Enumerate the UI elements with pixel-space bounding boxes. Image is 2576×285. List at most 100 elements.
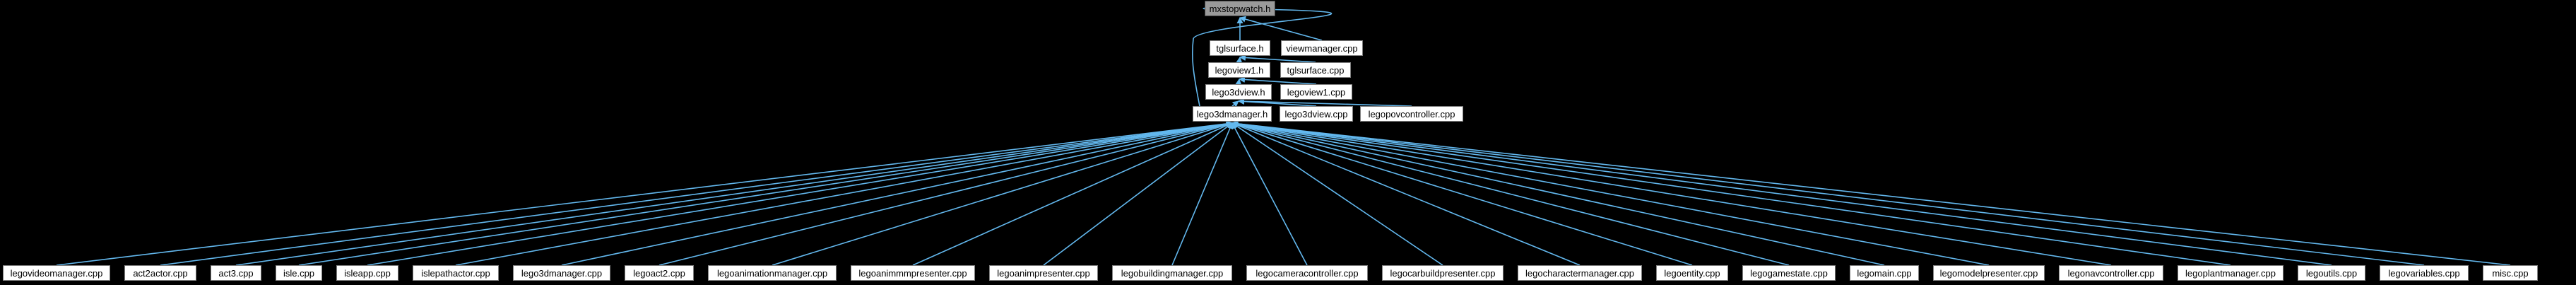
graph-node-lego3dmanager-h[interactable]: lego3dmanager.h xyxy=(1193,106,1272,122)
graph-node-legocarbuildpresenter-cpp[interactable]: legocarbuildpresenter.cpp xyxy=(1382,265,1503,281)
graph-node-isle-cpp[interactable]: isle.cpp xyxy=(276,265,322,281)
graph-edge xyxy=(1231,100,1239,107)
graph-node-label: legoplantmanager.cpp xyxy=(2185,267,2276,279)
graph-edge xyxy=(1231,121,1790,266)
graph-edge xyxy=(1191,5,1333,107)
graph-node-legogamestate-cpp[interactable]: legogamestate.cpp xyxy=(1742,265,1836,281)
graph-node-legomain-cpp[interactable]: legomain.cpp xyxy=(1850,265,1919,281)
graph-node-legoanimmmpresenter-cpp[interactable]: legoanimmmpresenter.cpp xyxy=(851,265,975,281)
graph-node-legovideomanager-cpp[interactable]: legovideomanager.cpp xyxy=(3,265,110,281)
graph-edge xyxy=(1231,122,1443,266)
graph-edge xyxy=(912,122,1233,266)
graph-node-label: legobuildingmanager.cpp xyxy=(1121,267,1224,279)
graph-edge xyxy=(367,120,1233,266)
graph-node-label: legonavcontroller.cpp xyxy=(2067,267,2155,279)
graph-edge xyxy=(1239,16,1323,41)
graph-node-legonavcontroller-cpp[interactable]: legonavcontroller.cpp xyxy=(2059,265,2163,281)
graph-node-label: legogamestate.cpp xyxy=(1750,267,1828,279)
graph-edge xyxy=(1236,57,1243,64)
graph-edge xyxy=(1239,54,1316,63)
graph-edge xyxy=(561,121,1233,266)
graph-edge xyxy=(56,120,1233,266)
graph-edge xyxy=(1231,121,1990,266)
graph-node-tglsurface-cpp[interactable]: tglsurface.cpp xyxy=(1280,62,1351,78)
graph-node-label: legoact2.cpp xyxy=(633,267,685,279)
graph-node-legoanimationmanager-cpp[interactable]: legoanimationmanager.cpp xyxy=(708,265,837,281)
graph-node-label: isle.cpp xyxy=(283,267,315,279)
graph-node-lego3dview-h[interactable]: lego3dview.h xyxy=(1205,84,1272,100)
graph-node-label: legopovcontroller.cpp xyxy=(1368,108,1455,120)
graph-node-label: legocameracontroller.cpp xyxy=(1255,267,1359,279)
graph-node-act3-cpp[interactable]: act3.cpp xyxy=(211,265,261,281)
graph-node-legobuildingmanager-cpp[interactable]: legobuildingmanager.cpp xyxy=(1112,265,1232,281)
graph-edge xyxy=(1239,76,1317,85)
graph-edge xyxy=(1043,122,1233,266)
graph-node-tglsurface-h[interactable]: tglsurface.h xyxy=(1210,40,1270,56)
graph-node-legoentity-cpp[interactable]: legoentity.cpp xyxy=(1656,265,1728,281)
graph-node-isleapp-cpp[interactable]: isleapp.cpp xyxy=(336,265,398,281)
graph-edge xyxy=(298,120,1233,266)
graph-node-label: isleapp.cpp xyxy=(344,267,391,279)
graph-node-act2actor-cpp[interactable]: act2actor.cpp xyxy=(124,265,196,281)
graph-node-legocameracontroller-cpp[interactable]: legocameracontroller.cpp xyxy=(1246,265,1368,281)
graph-node-label: legovideomanager.cpp xyxy=(10,267,103,279)
graph-node-legocharactermanager-cpp[interactable]: legocharactermanager.cpp xyxy=(1518,265,1642,281)
graph-node-label: legoview1.cpp xyxy=(1287,86,1346,98)
graph-edge xyxy=(1231,120,2425,266)
graph-node-legoview1-cpp[interactable]: legoview1.cpp xyxy=(1280,84,1352,100)
graph-node-label: tglsurface.h xyxy=(1216,42,1264,54)
graph-node-label: legoanimationmanager.cpp xyxy=(716,267,828,279)
graph-node-label: lego3dmanager.cpp xyxy=(521,267,603,279)
graph-node-label: legoentity.cpp xyxy=(1664,267,1720,279)
graph-node-label: lego3dview.cpp xyxy=(1284,108,1348,120)
graph-edge xyxy=(1231,120,2511,266)
graph-node-label: legocarbuildpresenter.cpp xyxy=(1390,267,1496,279)
graph-node-label: legoanimpresenter.cpp xyxy=(997,267,1090,279)
graph-node-legovariables-cpp[interactable]: legovariables.cpp xyxy=(2380,265,2469,281)
graph-node-legopovcontroller-cpp[interactable]: legopovcontroller.cpp xyxy=(1360,106,1463,122)
graph-node-label: viewmanager.cpp xyxy=(1286,42,1358,54)
graph-node-misc-cpp[interactable]: misc.cpp xyxy=(2483,265,2538,281)
graph-edge xyxy=(1238,98,1412,107)
graph-node-label: misc.cpp xyxy=(2492,267,2529,279)
graph-node-lego3dview-cpp[interactable]: lego3dview.cpp xyxy=(1280,106,1353,122)
graph-edge xyxy=(1231,120,2231,266)
graph-node-label: legomain.cpp xyxy=(1857,267,1912,279)
graph-edge xyxy=(235,120,1233,266)
graph-node-lego3dmanager-cpp[interactable]: lego3dmanager.cpp xyxy=(513,265,610,281)
graph-edge xyxy=(772,122,1233,266)
graph-edge xyxy=(1231,122,1308,266)
graph-node-label: act3.cpp xyxy=(218,267,254,279)
graph-edge xyxy=(658,121,1233,266)
graph-node-label: legoview1.h xyxy=(1215,64,1264,76)
graph-node-label: legoutils.cpp xyxy=(2305,267,2358,279)
graph-node-islepathactor-cpp[interactable]: islepathactor.cpp xyxy=(413,265,499,281)
graph-edge xyxy=(1231,120,2332,266)
graph-node-label: legomodelpresenter.cpp xyxy=(1939,267,2038,279)
graph-edge xyxy=(160,120,1233,266)
graph-node-legomodelpresenter-cpp[interactable]: legomodelpresenter.cpp xyxy=(1933,265,2045,281)
graph-edge xyxy=(455,121,1233,266)
graph-node-legoact2-cpp[interactable]: legoact2.cpp xyxy=(625,265,694,281)
graph-node-legoplantmanager-cpp[interactable]: legoplantmanager.cpp xyxy=(2178,265,2283,281)
graph-edge xyxy=(1231,122,1693,266)
graph-node-label: lego3dmanager.h xyxy=(1196,108,1268,120)
graph-node-legoutils-cpp[interactable]: legoutils.cpp xyxy=(2298,265,2365,281)
graph-edge xyxy=(1171,122,1234,266)
graph-node-label: lego3dview.h xyxy=(1212,86,1265,98)
graph-edge xyxy=(1231,122,1581,266)
graph-node-legoview1-h[interactable]: legoview1.h xyxy=(1208,62,1270,78)
graph-node-mxstopwatch-h[interactable]: mxstopwatch.h xyxy=(1205,1,1275,16)
graph-node-label: legoanimmmpresenter.cpp xyxy=(858,267,967,279)
graph-edge xyxy=(1231,121,1885,266)
graph-node-label: legocharactermanager.cpp xyxy=(1525,267,1634,279)
graph-node-label: islepathactor.cpp xyxy=(421,267,490,279)
graph-node-legoanimpresenter-cpp[interactable]: legoanimpresenter.cpp xyxy=(989,265,1098,281)
graph-node-label: act2actor.cpp xyxy=(133,267,188,279)
graph-node-label: legovariables.cpp xyxy=(2388,267,2460,279)
graph-node-label: mxstopwatch.h xyxy=(1209,3,1271,14)
graph-node-viewmanager-cpp[interactable]: viewmanager.cpp xyxy=(1281,40,1363,56)
graph-edge xyxy=(1231,120,2112,266)
